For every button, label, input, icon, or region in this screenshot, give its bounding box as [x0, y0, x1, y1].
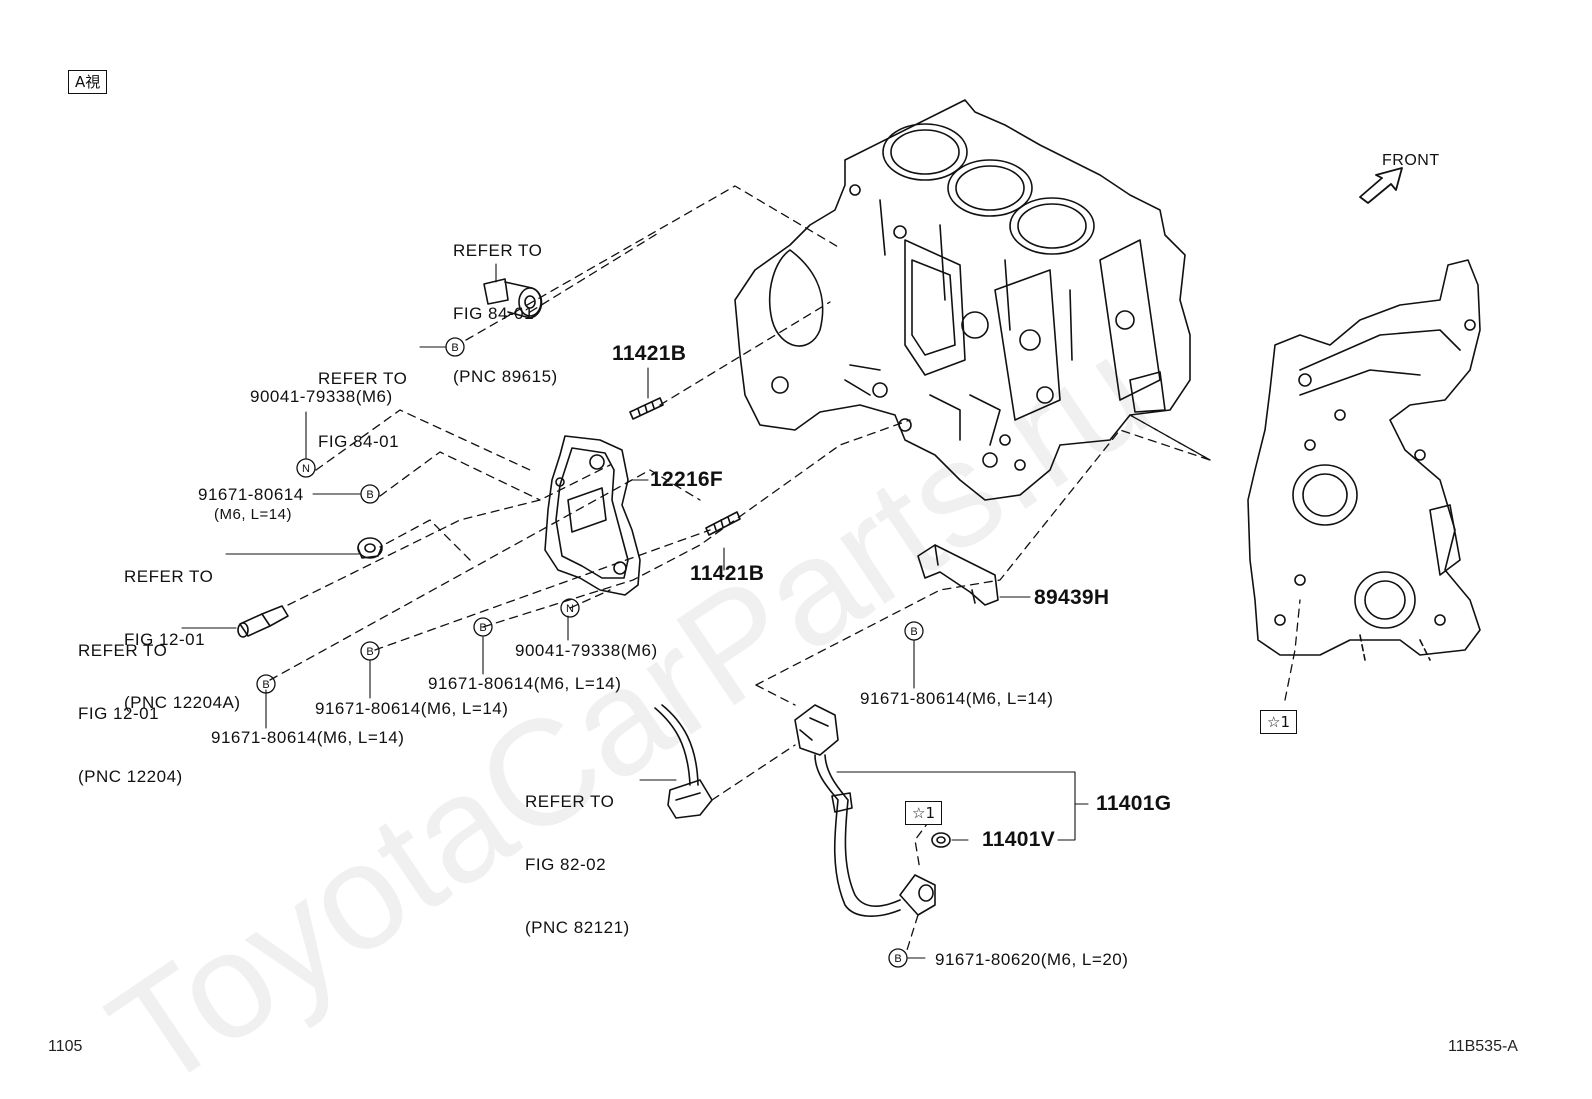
bracket-89439h-drawing [917, 544, 999, 606]
sensor-12204-drawing [237, 605, 289, 638]
marker-n-1-text: N [302, 463, 310, 475]
marker-b-5-text: B [262, 679, 269, 691]
sensor-12204a-drawing [357, 537, 383, 559]
phantom-lines [269, 185, 1301, 951]
knock-sensor-drawing [483, 278, 543, 319]
marker-n-2-text: N [566, 603, 574, 615]
stud-drawing-mid [705, 511, 741, 536]
part-12216f: 12216F [650, 468, 724, 491]
view-tag: A視 [68, 70, 108, 94]
harness-82121-drawing [654, 704, 713, 819]
refer-12204: REFER TO FIG 12-01 (PNC 12204) [78, 641, 183, 786]
bolt-91671-1-spec: (M6, L=14) [214, 506, 292, 523]
marker-b-3-text: B [479, 622, 486, 634]
marker-n-1 [296, 458, 316, 478]
marker-b-4 [360, 641, 380, 661]
figure-code: 11B535-A [1448, 1038, 1518, 1055]
marker-b-1-text: B [451, 342, 458, 354]
marker-b-6 [904, 621, 924, 641]
marker-b-5 [256, 674, 276, 694]
sensor-harness-drawing [794, 704, 936, 917]
refer-84-01: REFER TO FIG 84-01 [318, 369, 408, 451]
marker-b-3 [473, 617, 493, 637]
part-11401g: 11401G [1096, 792, 1172, 815]
front-label: FRONT [1382, 152, 1440, 169]
marker-b-1 [445, 337, 465, 357]
leader-lines [181, 263, 1089, 959]
plate-12216f-drawing [544, 435, 641, 596]
front-arrow [1359, 167, 1403, 204]
marker-b-2 [360, 484, 380, 504]
star-tag-right: ☆1 [1260, 710, 1297, 734]
stud-drawing-top [629, 397, 664, 420]
cylinder-block-drawing [734, 99, 1191, 501]
bolt-91671-2: 91671-80614(M6, L=14) [428, 674, 622, 693]
o-ring-11401v-drawing [931, 832, 951, 848]
refer-82121: REFER TO FIG 82-02 (PNC 82121) [525, 792, 630, 937]
part-89439h: 89439H [1034, 586, 1110, 609]
bolt-90041-mid: 90041-79338(M6) [515, 641, 658, 660]
bolt-91671-4: 91671-80614(M6, L=14) [211, 728, 405, 747]
bolt-91671-6: 91671-80620(M6, L=20) [935, 950, 1129, 969]
part-11401v: 11401V [982, 828, 1056, 851]
marker-b-7-text: B [894, 953, 901, 965]
marker-n-2 [560, 598, 580, 618]
marker-b-2-text: B [366, 489, 373, 501]
circled-markers [256, 337, 924, 968]
page-number: 1105 [48, 1038, 83, 1055]
refer-12204a: REFER TO FIG 12-01 (PNC 12204A) [124, 567, 241, 712]
marker-b-7 [888, 948, 908, 968]
bolt-91671-1: 91671-80614 [198, 485, 304, 504]
part-11421b-top: 11421B [612, 342, 687, 365]
bolt-90041-top: 90041-79338(M6) [250, 387, 393, 406]
bolt-91671-3: 91671-80614(M6, L=14) [315, 699, 509, 718]
part-11421b-mid: 11421B [690, 562, 765, 585]
marker-b-6-text: B [910, 626, 917, 638]
marker-b-4-text: B [366, 646, 373, 658]
star-tag-sensor: ☆1 [905, 801, 942, 825]
bolt-91671-5: 91671-80614(M6, L=14) [860, 689, 1054, 708]
refer-89615: REFER TO FIG 84-01 (PNC 89615) [453, 241, 558, 386]
timing-cover-drawing [1247, 259, 1481, 661]
